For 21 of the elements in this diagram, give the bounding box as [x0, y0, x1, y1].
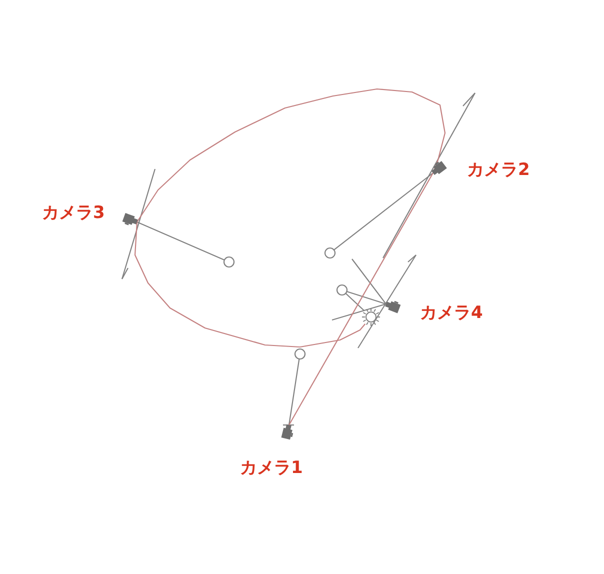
target-circle	[336, 284, 348, 296]
path-line	[134, 222, 366, 348]
camera-icon	[281, 424, 294, 440]
camera-icon	[122, 212, 138, 226]
camera-label: カメラ2	[467, 160, 530, 180]
camera-label: カメラ3	[42, 203, 105, 223]
camera-label: カメラ1	[240, 458, 303, 478]
connector-line	[345, 293, 365, 312]
target-circle	[223, 256, 235, 268]
connector-line	[136, 222, 225, 260]
target-circle	[324, 247, 336, 259]
path-line	[136, 88, 446, 222]
camera-icon	[432, 160, 447, 175]
camera-label: カメラ4	[420, 303, 483, 323]
connector-line	[346, 290, 386, 305]
path-line	[288, 172, 434, 426]
sun-icon	[362, 308, 380, 326]
connector-line	[288, 358, 300, 426]
camera-icon	[385, 300, 401, 314]
target-circle	[294, 348, 306, 360]
connector-line	[334, 172, 434, 250]
